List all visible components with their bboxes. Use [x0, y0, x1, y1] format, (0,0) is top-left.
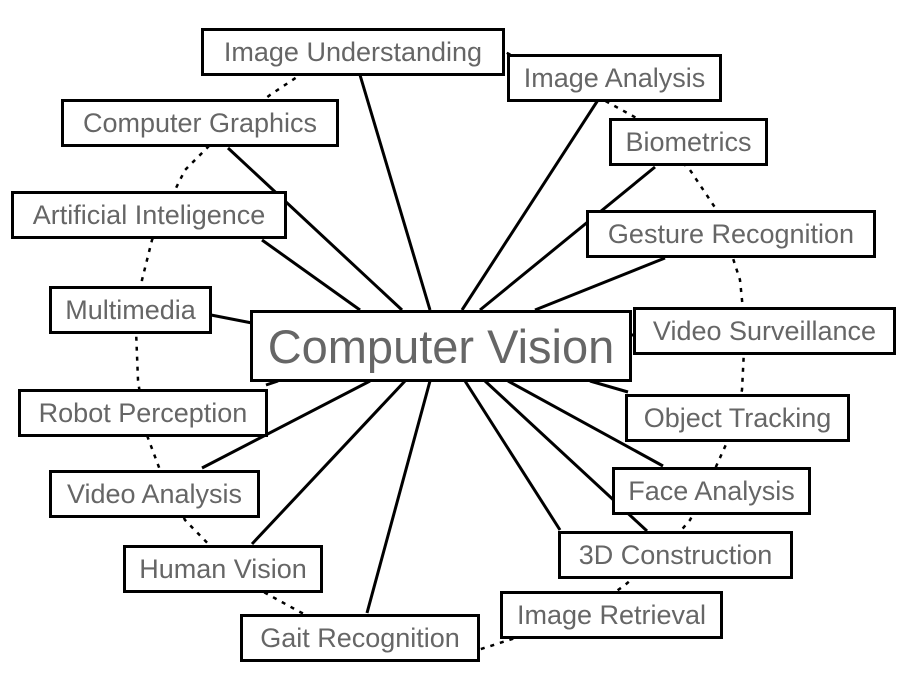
spoke-biometrics — [479, 165, 656, 312]
topic-face-analysis: Face Analysis — [612, 467, 811, 515]
topic-gesture-recognition: Gesture Recognition — [586, 210, 876, 258]
spoke-image-analysis — [460, 99, 600, 311]
topic-object-tracking: Object Tracking — [625, 394, 850, 442]
spoke-object-tracking — [589, 379, 629, 394]
spoke-human-vision — [250, 379, 407, 546]
topic-artificial-inteligence: Artificial Inteligence — [11, 191, 287, 239]
spoke-computer-graphics — [226, 146, 404, 312]
topic-gait-recognition: Gait Recognition — [240, 614, 480, 662]
topic-image-analysis: Image Analysis — [507, 54, 722, 102]
spoke-image-retrieval — [463, 380, 562, 531]
spoke-image-understanding — [358, 74, 432, 311]
spoke-multimedia — [210, 313, 253, 325]
spoke-face-analysis — [507, 379, 664, 468]
topic-robot-perception: Robot Perception — [18, 389, 268, 437]
topic-3d-construction: 3D Construction — [558, 531, 793, 579]
spoke-artificial-inteligence — [261, 238, 361, 312]
topic-biometrics: Biometrics — [609, 118, 768, 166]
topic-multimedia: Multimedia — [49, 286, 212, 334]
spoke-gait-recognition — [365, 380, 432, 614]
topic-video-analysis: Video Analysis — [49, 470, 260, 518]
topic-image-understanding: Image Understanding — [201, 28, 505, 76]
topic-computer-graphics: Computer Graphics — [61, 99, 339, 147]
spoke-gesture-recognition — [534, 256, 666, 312]
topic-human-vision: Human Vision — [123, 545, 323, 593]
center-topic: Computer Vision — [250, 310, 632, 382]
spoke-video-analysis — [201, 379, 371, 470]
topic-image-retrieval: Image Retrieval — [500, 591, 723, 639]
topic-video-surveillance: Video Surveillance — [633, 307, 896, 355]
